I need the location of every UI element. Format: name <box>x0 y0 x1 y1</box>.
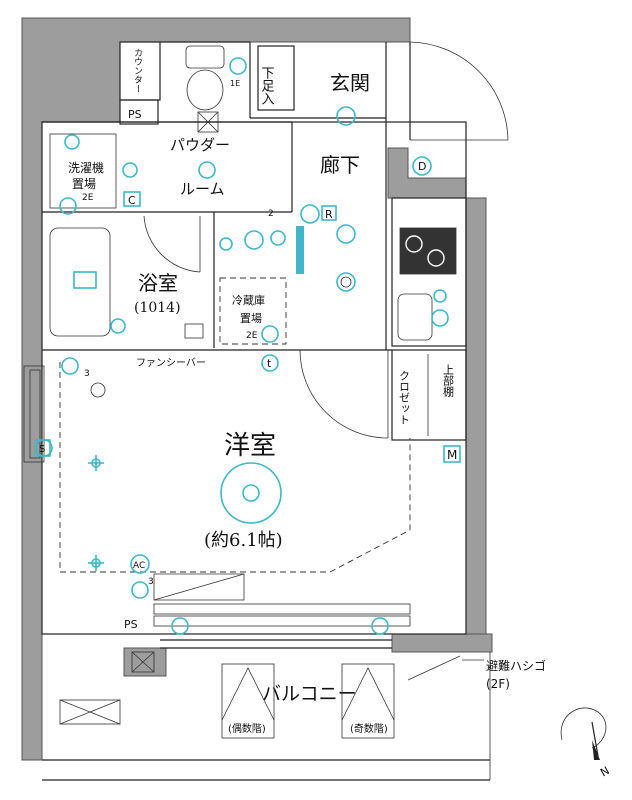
label-washer-1: 洗濯機 <box>68 160 104 175</box>
symbol-2e-washer: 2E <box>82 193 94 203</box>
symbol-r: R <box>325 208 333 221</box>
symbol-s: S <box>39 444 45 455</box>
label-even-floor: (偶数階) <box>228 722 266 735</box>
symbol-ac: AC <box>133 561 145 571</box>
label-upper-shelf: 上部棚 <box>442 364 455 398</box>
symbol-d: D <box>418 160 426 173</box>
label-ladder-floor: (2F) <box>486 677 510 691</box>
compass-n: N <box>598 764 612 779</box>
room-label-corridor: 廊下 <box>320 153 360 177</box>
fixtures <box>59 45 484 739</box>
symbol-2: 2 <box>268 209 274 219</box>
wall-balcony-right <box>391 633 493 653</box>
symbol-2e-fridge: 2E <box>246 331 258 341</box>
symbol-t: t <box>267 357 272 370</box>
label-western-size: (約6.1帖) <box>204 530 283 551</box>
interior-walls <box>23 41 509 781</box>
walls <box>21 17 493 761</box>
symbol-3a: 3 <box>84 369 90 379</box>
label-shoe-box: 下足入 <box>259 66 275 105</box>
symbol-1e: 1E <box>230 79 240 88</box>
label-ps-top: PS <box>128 108 142 121</box>
room-label-balcony: バルコニー <box>262 683 357 705</box>
wall-balcony-pillar <box>123 647 167 677</box>
label-odd-floor: (奇数階) <box>350 722 388 735</box>
label-fridge-2: 置場 <box>240 312 262 325</box>
label-washer-2: 置場 <box>72 177 96 191</box>
compass-icon: N <box>560 707 612 779</box>
label-counter: カウンター <box>132 48 143 93</box>
label-bath-size: (1014) <box>134 300 181 316</box>
symbol-c: C <box>128 194 136 207</box>
label-fancy-bar: ファンシーバー <box>136 357 206 369</box>
room-label-powder-2: ルーム <box>180 180 225 198</box>
label-ps-bottom: PS <box>124 618 138 631</box>
room-label-bath: 浴室 <box>138 271 178 295</box>
wall-right <box>465 197 487 635</box>
room-label-genkan: 玄関 <box>330 71 370 95</box>
label-closet: クロゼット <box>398 370 411 425</box>
room-label-western: 洋室 <box>224 431 276 461</box>
wall-left <box>21 17 411 761</box>
equipment <box>35 57 461 635</box>
label-fridge-1: 冷蔵庫 <box>232 293 265 307</box>
label-ladder: 避難ハシゴ <box>486 658 546 673</box>
room-label-powder-1: パウダー <box>170 136 230 154</box>
symbol-3b: 3 <box>148 577 154 587</box>
symbol-m: M <box>447 448 457 462</box>
